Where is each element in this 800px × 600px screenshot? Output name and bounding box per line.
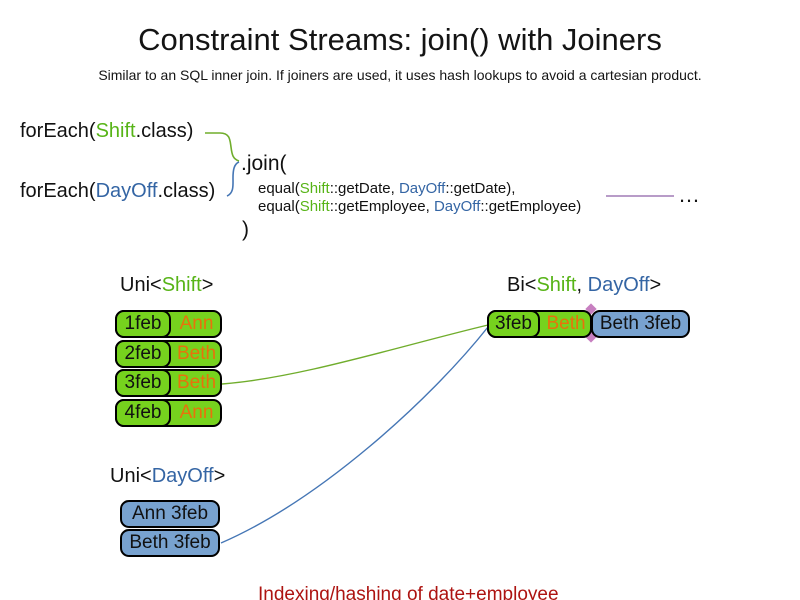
page-subtitle: Similar to an SQL inner join. If joiners… (98, 67, 702, 83)
shift-employee: Beth (176, 343, 217, 364)
heading-text: > (649, 274, 662, 296)
heading-text: > (201, 274, 214, 296)
heading-text: > (213, 465, 226, 487)
uni-dayoff-heading: Uni<DayOff> (110, 465, 225, 488)
bi-dayoff-cell: Beth 3feb (591, 310, 690, 338)
code-text: ::getEmployee) (480, 198, 582, 215)
shift-row-2feb-beth: 2feb Beth (115, 340, 222, 368)
join-line-shift-to-bi (221, 324, 489, 385)
heading-text: Uni< (110, 465, 152, 487)
shift-date-cell: 4feb (115, 399, 171, 427)
shift-date: 3feb (495, 313, 532, 334)
shift-row-3feb-beth: 3feb Beth (115, 369, 222, 397)
code-text: ::getEmployee, (329, 198, 434, 215)
code-text: equal( (258, 180, 300, 197)
shift-row-4feb-ann: 4feb Ann (115, 399, 222, 427)
code-foreach-shift: forEach(Shift.class) (20, 120, 193, 143)
code-dayoff-ref: DayOff (433, 198, 481, 215)
heading-dayoff-type: DayOff (587, 274, 650, 296)
indexing-note-line1: Indexing/hashing of date+employee (258, 584, 559, 600)
shift-date: 2feb (124, 343, 162, 364)
code-dayoff-ref: DayOff (398, 180, 446, 197)
code-text: ::getDate), (445, 180, 516, 197)
shift-row-1feb-ann: 1feb Ann (115, 310, 222, 338)
shift-date: 3feb (124, 372, 162, 393)
dayoff-row-ann-3feb: Ann 3feb (120, 500, 220, 528)
code-shift-class: Shift (95, 120, 136, 142)
brace-connector-dayoff (226, 161, 240, 197)
shift-employee: Ann (179, 313, 214, 334)
bi-shift-cell: 3feb Beth (487, 310, 592, 338)
heading-text: Bi< (507, 274, 537, 296)
bi-heading: Bi<Shift, DayOff> (507, 274, 661, 297)
shift-date-cell: 3feb (487, 310, 540, 338)
shift-employee: Beth (176, 372, 217, 393)
shift-date-cell: 3feb (115, 369, 171, 397)
code-joiner-employee: equal(Shift::getEmployee, DayOff::getEmp… (258, 198, 581, 215)
shift-date: 1feb (124, 313, 162, 334)
code-text: forEach( (20, 120, 96, 142)
shift-employee: Ann (179, 402, 214, 423)
indexing-note: Indexing/hashing of date+employee to sca… (258, 530, 573, 600)
heading-shift-type: Shift (536, 274, 577, 296)
code-shift-ref: Shift (299, 198, 330, 215)
shift-date: 4feb (124, 402, 162, 423)
heading-dayoff-type: DayOff (151, 465, 214, 487)
shift-employee: Beth (546, 313, 586, 334)
code-text: .class) (157, 180, 216, 202)
join-line-dayoff-to-bi (220, 326, 489, 544)
code-shift-ref: Shift (299, 180, 330, 197)
uni-shift-heading: Uni<Shift> (120, 274, 213, 297)
code-dayoff-class: DayOff (95, 180, 158, 202)
shift-date-cell: 2feb (115, 340, 171, 368)
heading-text: , (576, 274, 588, 296)
heading-text: Uni< (120, 274, 162, 296)
more-joiners-ellipsis: … (678, 182, 700, 207)
page-title: Constraint Streams: join() with Joiners (138, 22, 662, 57)
dayoff-row-beth-3feb: Beth 3feb (120, 529, 220, 557)
code-joiner-date: equal(Shift::getDate, DayOff::getDate), (258, 180, 515, 197)
code-text: forEach( (20, 180, 96, 202)
code-text: equal( (258, 198, 300, 215)
code-text: .class) (135, 120, 194, 142)
heading-shift-type: Shift (161, 274, 202, 296)
brace-connector-shift (205, 132, 240, 162)
shift-date-cell: 1feb (115, 310, 171, 338)
code-text: ::getDate, (329, 180, 399, 197)
code-join-close: ) (242, 218, 249, 241)
code-join-open: .join( (241, 152, 287, 175)
code-foreach-dayoff: forEach(DayOff.class) (20, 180, 215, 203)
